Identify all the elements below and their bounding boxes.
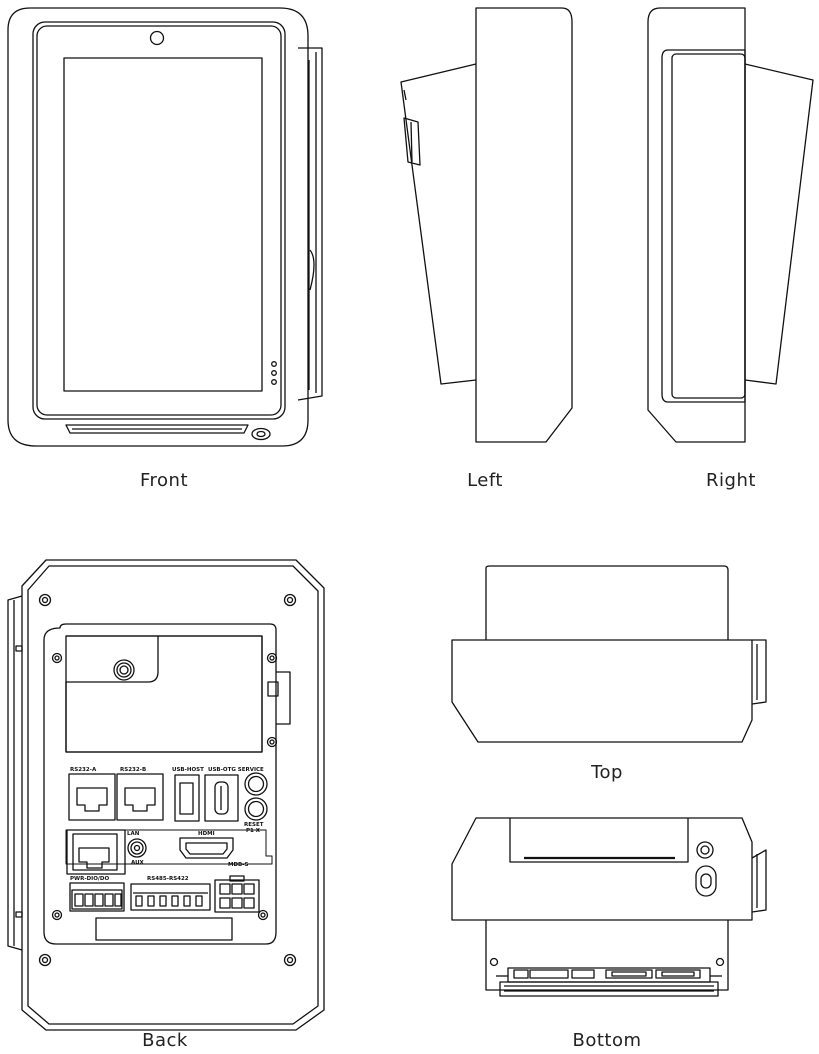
left-view: [401, 8, 572, 442]
pwr-dio-connector: [70, 883, 124, 911]
label-mdb: MDB-S: [228, 862, 249, 868]
screw-top-left-icon: [40, 595, 51, 606]
front-view: [8, 8, 322, 446]
rs232-b-port: [117, 774, 163, 820]
left-tab: [404, 118, 420, 165]
back-side-bracket: [8, 596, 22, 950]
bottom-rear-box: [486, 920, 728, 990]
label-reset-sub: P1 X: [246, 828, 261, 834]
back-view: RS232-A RS232-B USB-HOST USB-OTG SERVICE…: [8, 560, 324, 1030]
usb-host-port: [175, 775, 199, 821]
front-screen: [64, 58, 262, 391]
rs232-a-port: [69, 774, 115, 820]
right-wedge: [745, 64, 813, 384]
front-side-bracket: [298, 48, 322, 400]
rs485-connector: [131, 884, 210, 910]
led-1-icon: [272, 362, 277, 367]
caption-left: Left: [467, 470, 503, 491]
back-plate: [44, 624, 276, 944]
bottom-side-tab: [752, 850, 766, 912]
label-rs485: RS485-RS422: [147, 876, 189, 882]
caption-front: Front: [139, 470, 189, 491]
caption-top: Top: [591, 762, 623, 783]
left-body: [476, 8, 572, 442]
screw-bottom-right-icon: [285, 955, 296, 966]
front-button-icon: [252, 429, 270, 440]
reset-button-icon: [245, 798, 267, 820]
screw-top-right-icon: [285, 595, 296, 606]
front-bezel: [33, 22, 285, 419]
caption-bottom: Bottom: [572, 1030, 642, 1051]
label-rs232-b: RS232-B: [120, 767, 146, 773]
hdmi-port: [180, 838, 233, 858]
mdb-connector: [215, 876, 259, 912]
top-main-body: [452, 640, 752, 742]
led-2-icon: [272, 371, 277, 376]
bottom-corner-screws: [491, 959, 724, 966]
back-outer-frame: [22, 560, 324, 1030]
back-label-plate: [96, 918, 232, 940]
label-pwr-dio: PWR-DIO/DO: [70, 876, 109, 882]
bottom-view: [452, 818, 766, 996]
card-slot: [66, 425, 248, 433]
bottom-connector-strip: [496, 968, 722, 996]
label-usb-otg-service: USB-OTG SERVICE: [208, 767, 264, 773]
screw-bottom-left-icon: [40, 955, 51, 966]
label-lan: LAN: [127, 831, 140, 837]
label-aux: AUX: [131, 860, 145, 866]
right-view: [648, 8, 813, 442]
label-reset: RESET: [244, 822, 264, 828]
top-view: [452, 566, 766, 742]
label-rs232-a: RS232-A: [70, 767, 97, 773]
bottom-slot: [510, 818, 688, 862]
bottom-button-icon: [697, 842, 713, 858]
service-button-icon: [245, 773, 267, 795]
label-hdmi: HDMI: [198, 831, 215, 837]
label-usb-host: USB-HOST: [172, 767, 204, 773]
right-bracket: [662, 50, 745, 402]
back-cover: [66, 636, 262, 752]
led-3-icon: [272, 380, 277, 385]
aux-jack-icon: [128, 839, 146, 857]
left-wedge: [401, 64, 476, 384]
caption-right: Right: [706, 470, 756, 491]
lan-port: [67, 830, 125, 874]
top-rear-box: [486, 566, 728, 640]
front-outer-frame: [8, 8, 308, 446]
right-body: [648, 8, 745, 442]
top-side-tab: [752, 640, 766, 704]
bottom-slot-icon: [696, 866, 716, 896]
camera-icon: [151, 32, 164, 45]
usb-otg-port: [205, 775, 238, 821]
caption-back: Back: [142, 1030, 188, 1051]
bottom-main-body: [452, 818, 752, 920]
cover-screw-icon: [114, 660, 134, 680]
